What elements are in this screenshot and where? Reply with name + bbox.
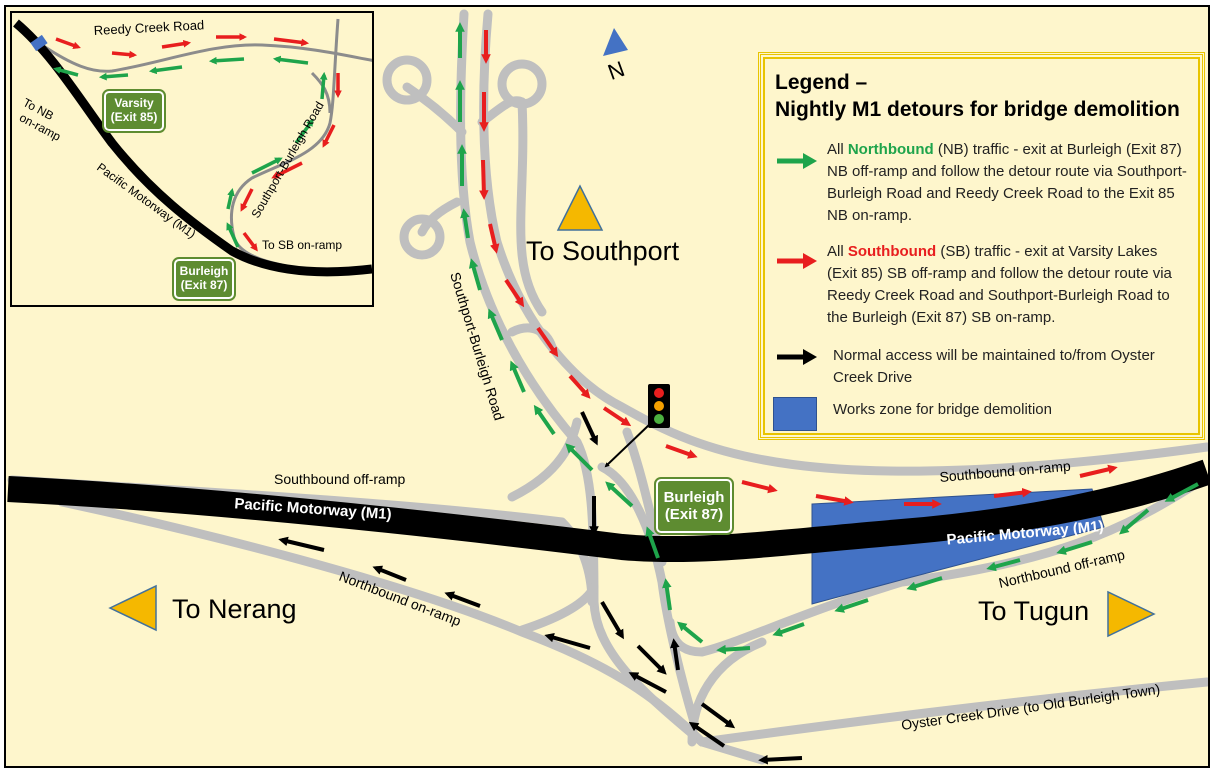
legend-works-zone-text: Works zone for bridge demolition: [833, 401, 1052, 418]
to-tugun-label: To Tugun: [978, 596, 1089, 626]
to-southport-label: To Southport: [526, 236, 680, 266]
legend-works-zone-swatch: [773, 397, 817, 431]
north-arrow-icon: [603, 28, 628, 56]
legend-normal-arrow-icon: [777, 349, 817, 365]
southport-marker-icon: [556, 184, 604, 231]
inset-map-svg: Reedy Creek Road To NB on-ramp Southport…: [13, 17, 372, 277]
legend-sb-arrow-icon: [777, 253, 817, 269]
southbound-onramp-label: Southbound on-ramp: [939, 458, 1072, 485]
normal-access-arrows: [278, 411, 803, 765]
inset-reedy-creek-road-label: Reedy Creek Road: [93, 17, 204, 38]
inset-to-nb-onramp-label: To NB on-ramp: [14, 95, 71, 144]
southport-burleigh-road-label: Southport-Burleigh Road: [447, 270, 507, 422]
main-map: N To Southport To Nerang To Tugun Pacifi…: [7, 9, 1208, 765]
southbound-detour-arrows: [479, 30, 1118, 509]
southbound-offramp-label: Southbound off-ramp: [274, 471, 405, 487]
legend-box: Legend – Nightly M1 detours for bridge d…: [758, 52, 1205, 440]
tugun-marker-icon: [1107, 590, 1156, 638]
inset-motorway-label: Pacific Motorway (M1): [94, 160, 198, 241]
inset-to-sb-onramp-label: To SB on-ramp: [262, 238, 342, 252]
burleigh-exit-badge: Burleigh(Exit 87): [654, 477, 734, 535]
inset-southport-burleigh-road-label: Southport-Burleigh Road: [248, 99, 326, 220]
inset-works-zone: [30, 34, 48, 52]
traffic-light-icon: [648, 384, 670, 428]
legend-normal-access-text: Normal access will be maintained to/from…: [833, 347, 1155, 386]
inset-motorway: [13, 19, 372, 277]
legend-nb-arrow-icon: [777, 153, 817, 169]
map-frame: N To Southport To Nerang To Tugun Pacifi…: [4, 5, 1210, 768]
legend-southbound-text: All Southbound (SB) traffic - exit at Va…: [827, 243, 1172, 326]
northbound-detour-arrows: [455, 22, 1199, 655]
inset-map: Reedy Creek Road To NB on-ramp Southport…: [10, 11, 374, 307]
to-nerang-label: To Nerang: [172, 594, 297, 624]
legend-title: Legend – Nightly M1 detours for bridge d…: [775, 71, 1180, 122]
north-label: N: [604, 56, 627, 85]
legend-northbound-text: All Northbound (NB) traffic - exit at Bu…: [827, 141, 1187, 224]
pacific-motorway: [7, 459, 1208, 563]
inset-varsity-exit-badge: Varsity(Exit 85): [102, 89, 166, 133]
nerang-marker-icon: [108, 584, 157, 632]
inset-burleigh-exit-badge: Burleigh(Exit 87): [172, 257, 236, 301]
